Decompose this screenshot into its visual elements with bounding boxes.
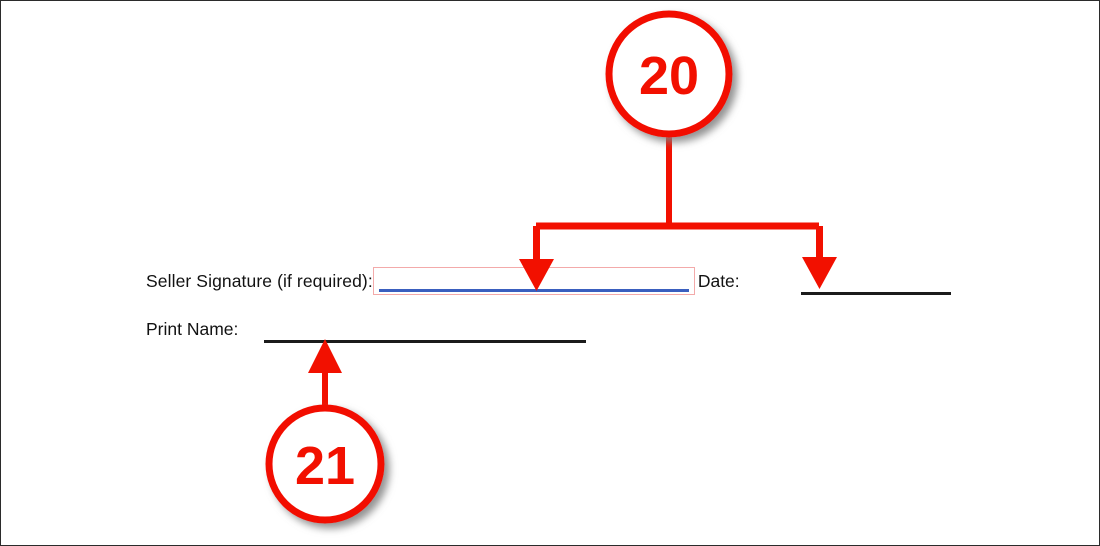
seller-signature-label: Seller Signature (if required): [146,271,373,291]
print-name-field[interactable] [264,340,586,343]
print-name-row: Print Name: [146,316,238,344]
date-field[interactable] [801,292,951,295]
print-name-label: Print Name: [146,319,239,339]
date-label: Date: [697,271,740,291]
seller-signature-input[interactable] [372,267,695,295]
seller-signature-row: Seller Signature (if required): Date: [146,267,740,297]
signature-underline [378,289,689,292]
